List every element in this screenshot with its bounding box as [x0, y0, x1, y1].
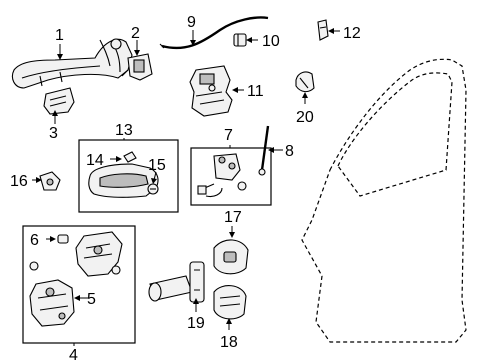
part-1-outside-handle[interactable] — [11, 38, 133, 89]
part-18-cap[interactable] — [213, 285, 247, 320]
callout-1: 1 — [55, 27, 64, 44]
callout-3: 3 — [49, 125, 58, 142]
part-15-screw[interactable] — [147, 183, 159, 195]
callout-17: 17 — [224, 209, 242, 226]
group-7-box — [190, 147, 272, 206]
callout-15: 15 — [148, 157, 166, 174]
callout-8: 8 — [285, 143, 294, 160]
leader-3 — [52, 110, 58, 124]
group-13-box — [78, 139, 179, 213]
leader-12 — [328, 28, 340, 34]
callout-6: 6 — [30, 232, 39, 249]
part-20-cap[interactable] — [295, 71, 315, 93]
part-10-clip[interactable] — [233, 33, 247, 47]
leader-6 — [46, 236, 56, 242]
leader-17 — [229, 226, 235, 238]
callout-9: 9 — [187, 14, 196, 31]
leader-14 — [110, 156, 122, 162]
part-14-clip[interactable] — [123, 151, 137, 163]
group-4-box — [22, 225, 136, 344]
callout-12: 12 — [343, 25, 361, 42]
callout-2: 2 — [131, 25, 140, 42]
part-5-door-latch[interactable] — [29, 231, 123, 327]
callout-16: 16 — [10, 173, 28, 190]
part-7-striker-assembly[interactable] — [197, 153, 247, 198]
leader-20 — [302, 92, 308, 104]
callout-11: 11 — [247, 83, 264, 100]
door-outline — [301, 58, 467, 343]
part-19-door-check[interactable] — [148, 261, 205, 303]
leader-19 — [193, 298, 199, 312]
callout-18: 18 — [220, 334, 238, 351]
callout-19: 19 — [187, 315, 205, 332]
leader-18 — [226, 318, 232, 330]
leader-8 — [268, 147, 283, 153]
callout-14: 14 — [86, 152, 104, 169]
leader-9 — [190, 30, 196, 46]
leader-11 — [232, 87, 244, 93]
part-17-grommet[interactable] — [213, 239, 249, 275]
part-8-rod[interactable] — [258, 125, 270, 176]
part-6-pin[interactable] — [57, 234, 69, 244]
leader-1 — [57, 44, 63, 60]
leader-16 — [32, 177, 42, 183]
part-3-handle-base[interactable] — [43, 87, 75, 115]
callout-13: 13 — [115, 122, 133, 139]
leader-15 — [151, 171, 157, 184]
part-12-clip[interactable] — [317, 19, 329, 41]
part-16-bracket[interactable] — [39, 171, 61, 191]
callout-10: 10 — [262, 33, 280, 50]
leader-2 — [134, 40, 140, 56]
callout-4: 4 — [69, 347, 78, 360]
leader-5 — [74, 295, 88, 301]
callout-7: 7 — [224, 127, 233, 144]
part-2-bracket[interactable] — [121, 53, 153, 81]
callout-20: 20 — [296, 109, 314, 126]
part-9-rod[interactable] — [159, 16, 269, 50]
callout-5: 5 — [87, 291, 96, 308]
part-11-actuator[interactable] — [189, 65, 233, 117]
leader-10 — [246, 37, 258, 43]
